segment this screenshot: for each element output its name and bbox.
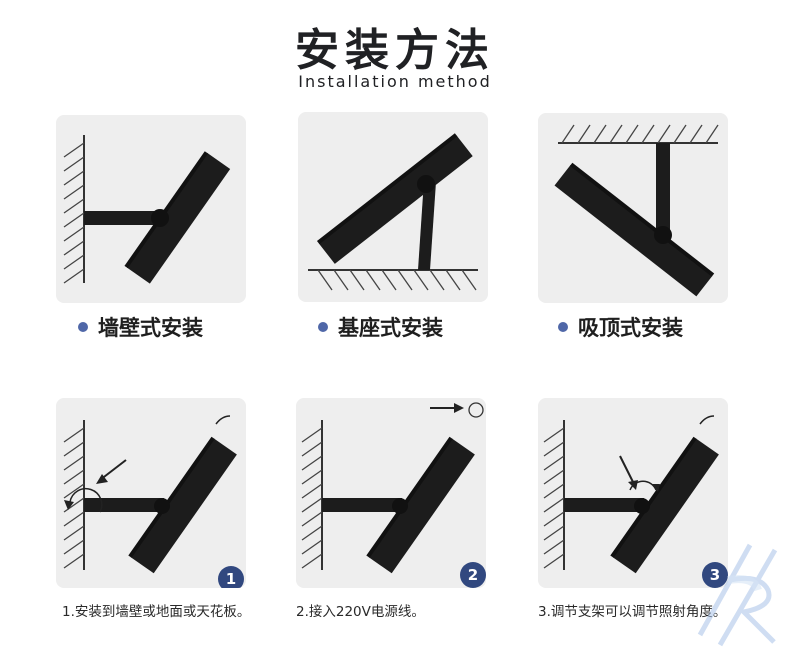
bullet-dot-icon [558,322,568,332]
page-title: 安装方法 [295,25,495,76]
arrow-icon [619,455,638,490]
step-1-illustration: 1 [56,398,246,588]
rotate-arrow-icon [629,480,660,492]
wall-mount-label: 墙壁式安装 [78,314,203,342]
page-subtitle: Installation method [298,72,492,91]
arrow-icon [430,403,464,413]
bullet-dot-icon [78,322,88,332]
arrow-icon [96,459,127,484]
bullet-dot-icon [318,322,328,332]
step-1-badge: 1 [218,566,244,588]
step-1-caption: 1.安装到墙壁或地面或天花板。 [62,604,251,620]
rotate-arrow-icon [64,487,103,513]
base-mount-illustration [298,112,488,302]
step-3-illustration: 3 [538,398,728,588]
brand-logo-icon [697,543,778,647]
step-3-caption: 3.调节支架可以调节照射角度。 [538,604,727,620]
wall-mount-illustration [56,115,246,303]
step-2-badge: 2 [460,562,486,588]
ceiling-mount-label: 吸顶式安装 [558,314,683,342]
step-2-caption: 2.接入220V电源线。 [296,604,425,620]
step-3-badge: 3 [702,562,728,588]
step-2-illustration: 2 [296,398,486,588]
ceiling-mount-illustration [538,113,728,303]
base-mount-label: 基座式安装 [318,314,443,342]
